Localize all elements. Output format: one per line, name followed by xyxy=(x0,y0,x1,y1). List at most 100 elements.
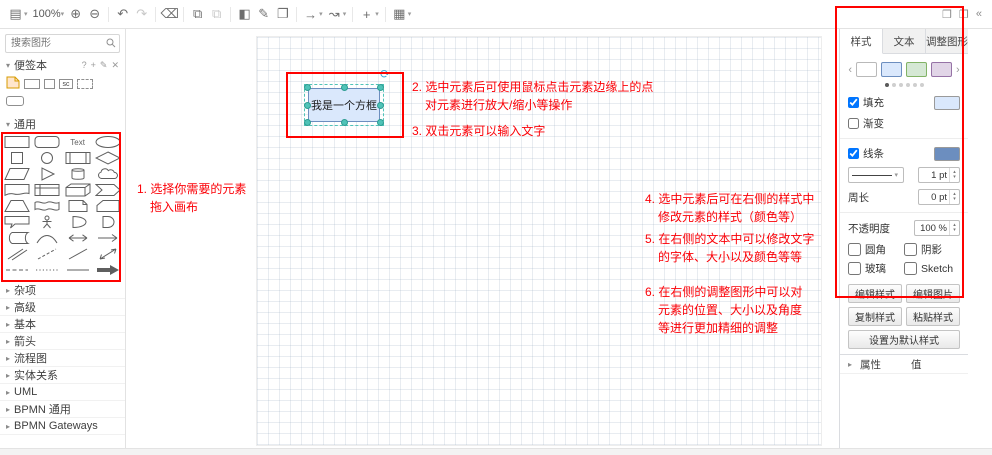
sidebar-section-advanced[interactable]: ▸高级 xyxy=(0,299,125,316)
sidebar-section-uml[interactable]: ▸UML xyxy=(0,384,125,401)
close-icon[interactable]: ✕ xyxy=(111,59,119,70)
copy-style-button[interactable]: 复制样式 xyxy=(848,307,902,326)
palette-shape-ellipse[interactable] xyxy=(93,134,123,150)
resize-handle-n[interactable] xyxy=(341,84,348,91)
step-down-icon[interactable]: ▾ xyxy=(953,196,956,202)
pagination-dot[interactable] xyxy=(891,83,896,87)
search-input[interactable] xyxy=(5,34,120,53)
palette-shape-line[interactable] xyxy=(63,246,93,262)
gradient-checkbox[interactable] xyxy=(848,118,859,129)
undo-icon[interactable]: ↶ xyxy=(117,6,129,21)
pagination-dot[interactable] xyxy=(905,83,910,87)
palette-shape-rectangle[interactable] xyxy=(2,134,32,150)
preset-prev-icon[interactable]: ‹ xyxy=(848,63,852,76)
palette-shape-cloud[interactable] xyxy=(93,166,123,182)
pagination-dot[interactable] xyxy=(898,83,903,87)
set-default-style-button[interactable]: 设置为默认样式 xyxy=(848,330,960,349)
palette-shape-directional-arrow[interactable] xyxy=(93,262,123,278)
edit-icon[interactable]: ✎ xyxy=(99,59,108,70)
scratchpad-item[interactable]: sc xyxy=(59,79,73,89)
sidebar-section-arrows[interactable]: ▸箭头 xyxy=(0,333,125,350)
palette-shape-step[interactable] xyxy=(93,182,123,198)
tab-arrange[interactable]: 调整图形 xyxy=(926,29,968,53)
insert-icon[interactable]: + xyxy=(362,6,371,22)
palette-shape-and[interactable] xyxy=(93,214,123,230)
opacity-stepper[interactable]: 100 % ▴▾ xyxy=(914,220,960,236)
palette-shape-bidirectional-connector[interactable] xyxy=(93,246,123,262)
step-down-icon[interactable]: ▾ xyxy=(953,174,956,180)
pagination-dot[interactable] xyxy=(912,83,917,87)
fill-color-button[interactable] xyxy=(934,95,960,110)
sidebar-section-flowchart[interactable]: ▸流程图 xyxy=(0,350,125,367)
tab-text[interactable]: 文本 xyxy=(883,29,926,53)
sidebar-section-entity-relation[interactable]: ▸实体关系 xyxy=(0,367,125,384)
scratchpad-item[interactable] xyxy=(24,79,40,89)
sidebar-section-basic[interactable]: ▸基本 xyxy=(0,316,125,333)
general-section-header[interactable]: ▾ 通用 xyxy=(0,116,125,132)
resize-handle-w[interactable] xyxy=(304,102,311,109)
line-checkbox[interactable] xyxy=(848,148,859,159)
step-up-icon[interactable]: ▴ xyxy=(953,222,956,228)
step-down-icon[interactable]: ▾ xyxy=(953,227,956,233)
scratchpad-item[interactable] xyxy=(44,79,55,89)
horizontal-scrollbar[interactable] xyxy=(0,448,992,455)
palette-shape-card[interactable] xyxy=(93,198,123,214)
sketch-checkbox[interactable] xyxy=(904,262,917,275)
resize-handle-s[interactable] xyxy=(341,119,348,126)
format-panel-icon[interactable]: ❐ xyxy=(959,8,969,21)
perimeter-stepper[interactable]: 0 pt ▴▾ xyxy=(918,189,960,205)
fill-color-icon[interactable]: ◧ xyxy=(238,6,251,21)
palette-shape-bidirectional-arrow[interactable] xyxy=(63,230,93,246)
palette-shape-horizontal-line[interactable] xyxy=(63,262,93,278)
redo-icon[interactable]: ↷ xyxy=(136,6,148,21)
style-preset-swatch[interactable] xyxy=(906,62,927,77)
palette-shape-text[interactable]: Text xyxy=(63,134,93,150)
palette-shape-square[interactable] xyxy=(2,150,32,166)
add-icon[interactable]: + xyxy=(90,59,96,70)
glass-checkbox[interactable] xyxy=(848,262,861,275)
resize-handle-se[interactable] xyxy=(377,119,384,126)
style-preset-swatch[interactable] xyxy=(856,62,877,77)
sidebar-section-bpmn-gateways[interactable]: ▸BPMN Gateways xyxy=(0,418,125,435)
palette-shape-actor[interactable] xyxy=(32,214,62,230)
resize-handle-e[interactable] xyxy=(377,102,384,109)
collapse-icon[interactable]: « xyxy=(975,8,982,20)
palette-shape-rounded-rectangle[interactable] xyxy=(32,134,62,150)
palette-shape-dashed-line[interactable] xyxy=(32,246,62,262)
to-back-icon[interactable]: ⧉ xyxy=(212,6,222,21)
delete-icon[interactable]: ⌫ xyxy=(160,6,179,21)
paste-style-button[interactable]: 粘贴样式 xyxy=(906,307,960,326)
zoom-in-icon[interactable]: ⊕ xyxy=(70,6,82,21)
style-preset-swatch[interactable] xyxy=(881,62,902,77)
waypoints-icon[interactable]: ↝ xyxy=(328,6,340,21)
palette-shape-note[interactable] xyxy=(63,198,93,214)
rounded-checkbox[interactable] xyxy=(848,243,861,256)
edit-style-button[interactable]: 编辑样式 xyxy=(848,284,902,303)
palette-shape-or[interactable] xyxy=(63,214,93,230)
help-icon[interactable]: ? xyxy=(81,59,87,70)
resize-handle-nw[interactable] xyxy=(304,84,311,91)
palette-shape-tape[interactable] xyxy=(32,198,62,214)
shadow-checkbox[interactable] xyxy=(904,243,917,256)
selected-rectangle-shape[interactable]: 我是一个方框 xyxy=(304,84,384,126)
line-style-dropdown[interactable]: ▾ xyxy=(848,167,904,183)
scratchpad-item[interactable] xyxy=(6,96,24,106)
pagination-dot[interactable] xyxy=(884,83,889,87)
zoom-level[interactable]: 100% xyxy=(32,8,61,20)
palette-shape-link[interactable] xyxy=(2,246,32,262)
fullscreen-icon[interactable]: ❒ xyxy=(942,8,952,21)
rotate-handle-icon[interactable]: ⟳ xyxy=(379,67,390,81)
palette-shape-diamond[interactable] xyxy=(93,150,123,166)
palette-shape-dashed-horizontal-line[interactable] xyxy=(2,262,32,278)
line-width-stepper[interactable]: 1 pt ▴▾ xyxy=(918,167,960,183)
step-up-icon[interactable]: ▴ xyxy=(953,191,956,197)
palette-shape-document[interactable] xyxy=(2,182,32,198)
to-front-icon[interactable]: ⧉ xyxy=(193,6,203,21)
scratchpad-item[interactable] xyxy=(6,76,20,92)
tab-style[interactable]: 样式 xyxy=(840,29,883,54)
step-up-icon[interactable]: ▴ xyxy=(953,169,956,175)
palette-shape-callout[interactable] xyxy=(2,214,32,230)
edit-image-button[interactable]: 编辑图片 xyxy=(906,284,960,303)
palette-shape-circle[interactable] xyxy=(32,150,62,166)
palette-shape-curve[interactable] xyxy=(32,230,62,246)
